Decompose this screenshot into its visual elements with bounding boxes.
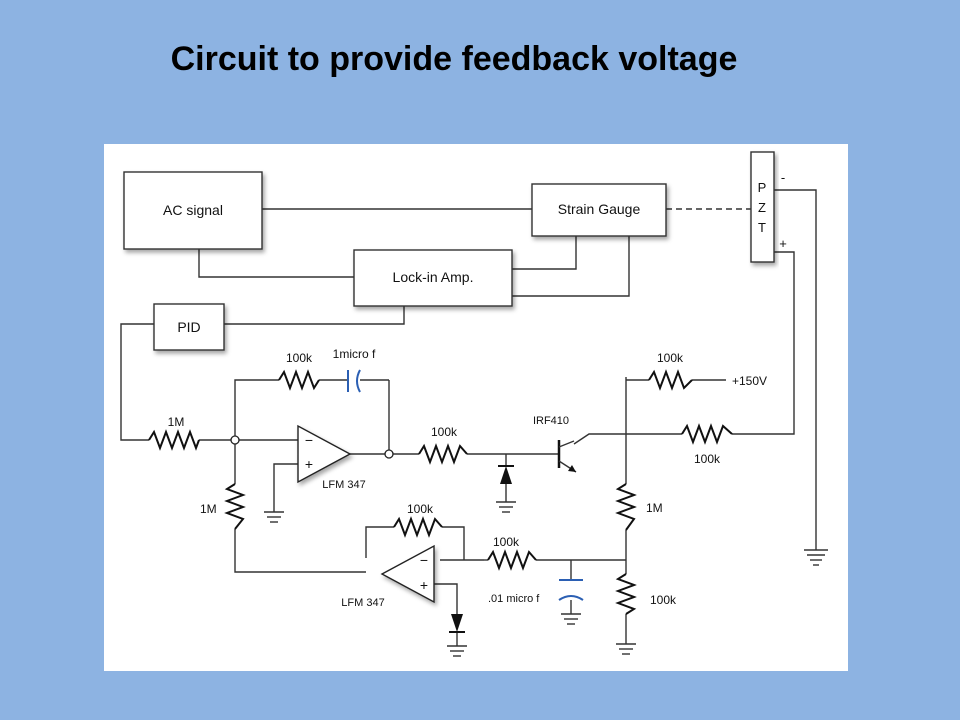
resistor-input-label: 1M [168, 415, 185, 429]
ground-icon [264, 511, 284, 523]
resistor-filter-100k: 100k [487, 535, 537, 571]
resistor-supply-label: 100k [657, 351, 684, 365]
transistor-label: IRF410 [533, 415, 569, 427]
junction-nodes [230, 435, 394, 459]
resistor-pzt-100k: 100k [681, 423, 733, 466]
pzt-z-label: Z [758, 200, 766, 215]
resistor-ground-left-1m: 1M [200, 483, 246, 530]
opamp-bottom-plus: + [420, 577, 428, 593]
resistor-feedback-top-label: 100k [286, 351, 313, 365]
ground-icon [804, 549, 828, 566]
pid-block: PID [153, 303, 225, 351]
opamp-top: − + LFM 347 [297, 424, 366, 491]
resistor-series-100k: 100k [418, 425, 468, 465]
resistor-supply-100k: 100k +150V [648, 351, 767, 391]
resistor-feedback-top: 100k [278, 351, 320, 391]
opamp-top-minus: − [305, 432, 313, 448]
transistor-irf410: IRF410 [533, 415, 577, 473]
opamp-bottom-minus: − [420, 552, 428, 568]
ground-icon [496, 501, 516, 513]
circuit-wires [199, 377, 726, 646]
resistor-series-label: 100k [431, 425, 458, 439]
ground-icon [616, 643, 636, 655]
resistor-divider-top-label: 1M [646, 501, 663, 515]
resistor-filter-label: 100k [493, 535, 520, 549]
pzt-minus-label: - [781, 170, 785, 185]
ac-signal-block: AC signal [123, 171, 263, 250]
resistor-pzt-label: 100k [694, 452, 721, 466]
resistor-divider-top-1m: 1M [615, 483, 663, 531]
circuit-diagram: AC signal Strain Gauge Lock-in Amp. PID … [120, 151, 828, 657]
resistor-feedback-bottom-100k: 100k [393, 502, 443, 538]
supply-voltage-label: +150V [732, 374, 767, 388]
resistor-divider-bottom-100k: 100k [615, 573, 677, 615]
strain-gauge-block: Strain Gauge [531, 183, 667, 237]
strain-gauge-label: Strain Gauge [558, 201, 641, 217]
diode-bottom [449, 614, 465, 633]
diode-top [498, 465, 514, 484]
lockin-amp-block: Lock-in Amp. [353, 249, 513, 307]
opamp-top-plus: + [305, 456, 313, 472]
resistor-divider-bottom-label: 100k [650, 593, 677, 607]
resistor-ground-left-label: 1M [200, 502, 217, 516]
capacitor-filter: .01 micro f [488, 579, 584, 605]
capacitor-feedback-top: 1micro f [333, 347, 376, 393]
pzt-p-label: P [758, 180, 767, 195]
lockin-amp-label: Lock-in Amp. [393, 269, 474, 285]
pid-label: PID [177, 319, 200, 335]
ground-icon [561, 613, 581, 625]
pzt-plus-label: + [779, 236, 787, 251]
ground-symbols [264, 501, 828, 657]
resistor-feedback-bottom-label: 100k [407, 502, 434, 516]
opamp-bottom-label: LFM 347 [341, 597, 384, 609]
pzt-t-label: T [758, 220, 766, 235]
resistor-input-1m: 1M [148, 415, 200, 451]
circuit-panel: AC signal Strain Gauge Lock-in Amp. PID … [104, 144, 848, 671]
ground-icon [447, 645, 467, 657]
pzt-block: P Z T - + [750, 151, 787, 263]
slide-title: Circuit to provide feedback voltage [170, 40, 738, 78]
opamp-top-label: LFM 347 [322, 479, 365, 491]
capacitor-feedback-top-label: 1micro f [333, 347, 376, 361]
ac-signal-label: AC signal [163, 202, 223, 218]
capacitor-filter-label: .01 micro f [488, 593, 540, 605]
opamp-bottom: − + LFM 347 [341, 544, 435, 609]
block-wires [120, 189, 817, 550]
